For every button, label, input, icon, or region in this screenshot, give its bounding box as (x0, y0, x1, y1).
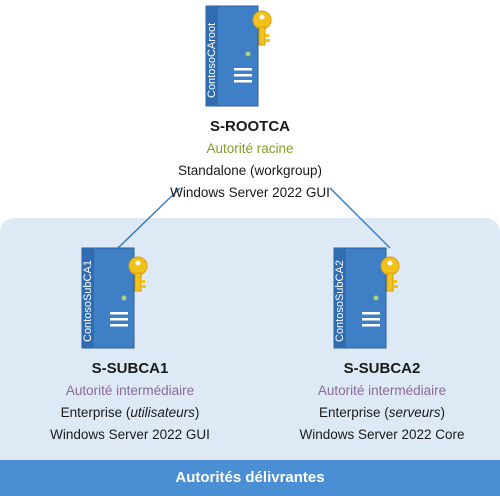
subca1-name: S-SUBCA1 (91, 360, 169, 377)
issuing-authorities-footer: Autorités délivrantes (0, 460, 500, 496)
subca1-server-name-text: ContosoSubCA1 (82, 260, 94, 342)
root-ca-role: Autorité racine (206, 141, 294, 156)
subca1-type: Enterprise (utilisateurs) (60, 405, 200, 420)
subca2-server-name-text: ContosoSubCA2 (334, 260, 346, 342)
root-server-icon: ContosoCAroot (200, 2, 275, 112)
key-icon (128, 256, 148, 292)
key-icon (380, 256, 400, 292)
subca2-os: Windows Server 2022 Core (299, 427, 465, 442)
subca1-label: S-SUBCA1 Autorité intermédiaire Enterpri… (10, 358, 250, 446)
root-ca-os: Windows Server 2022 GUI (170, 185, 330, 200)
issuing-authorities-panel (0, 218, 500, 496)
root-server-name-text: ContosoCAroot (206, 23, 218, 98)
subca2-role: Autorité intermédiaire (317, 383, 447, 398)
subca1-role: Autorité intermédiaire (65, 383, 195, 398)
subca1-server-icon: ContosoSubCA1 (76, 244, 151, 354)
key-icon (252, 10, 272, 46)
root-ca-label: S-ROOTCA Autorité racine Standalone (wor… (130, 116, 370, 204)
subca2-name: S-SUBCA2 (343, 360, 421, 377)
subca2-server-icon: ContosoSubCA2 (328, 244, 403, 354)
root-ca-name: S-ROOTCA (210, 118, 290, 135)
subca1-os: Windows Server 2022 GUI (50, 427, 210, 442)
subca2-type: Enterprise (serveurs) (318, 405, 446, 420)
root-ca-type: Standalone (workgroup) (177, 163, 323, 178)
subca2-label: S-SUBCA2 Autorité intermédiaire Enterpri… (262, 358, 500, 446)
